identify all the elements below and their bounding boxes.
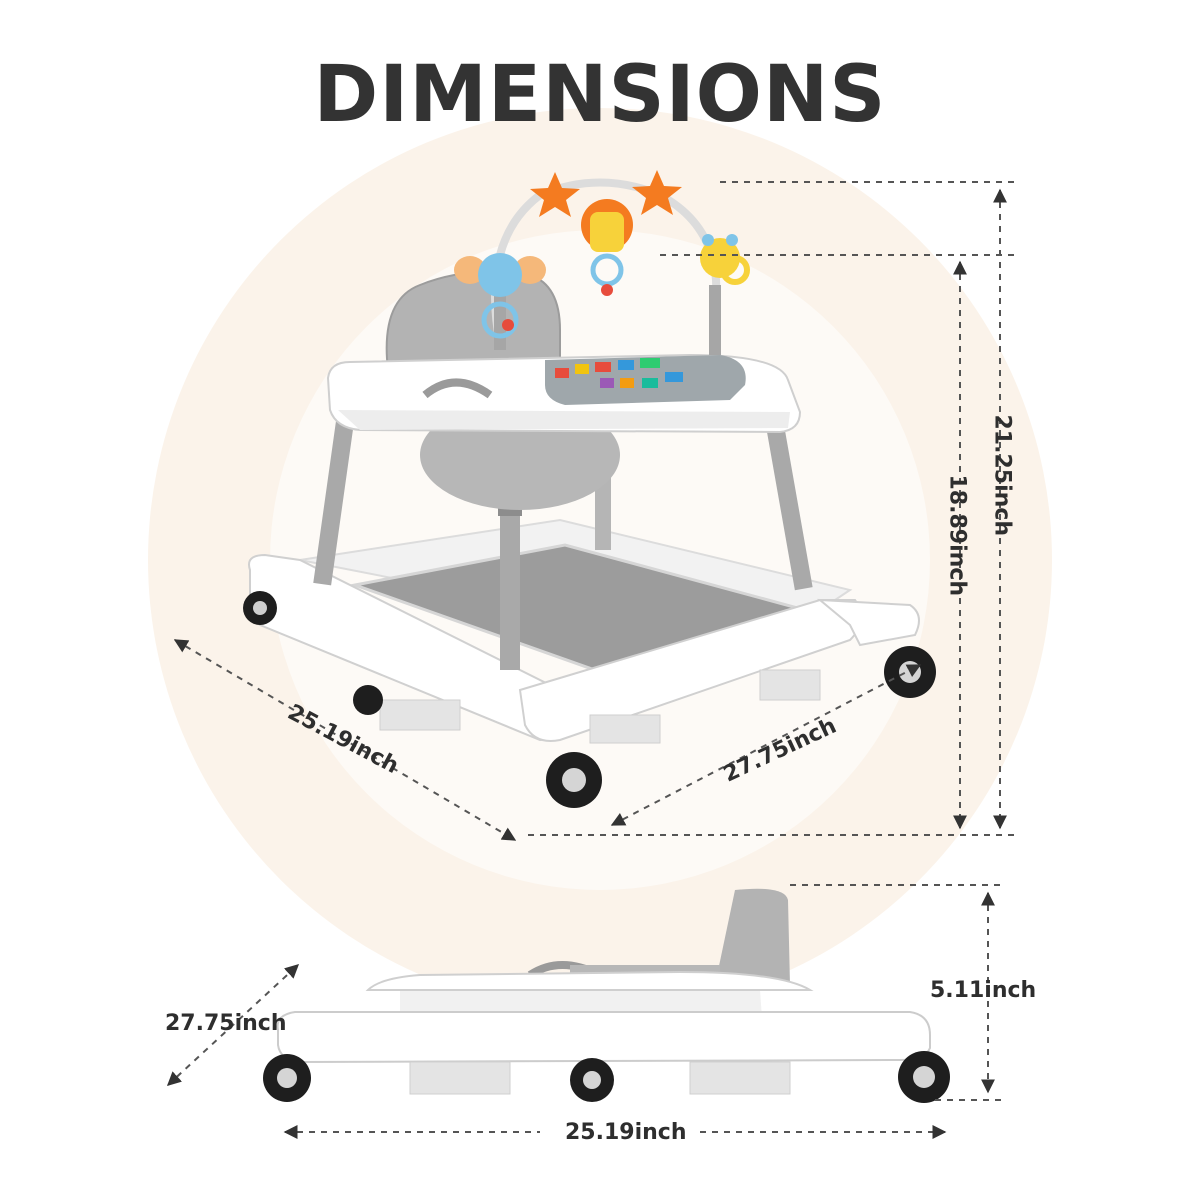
elephant-toy [478,253,522,297]
star-toy-left [530,172,580,217]
folded-base [276,1011,931,1064]
label-folded-width: 25.19inch [565,1120,687,1145]
folded-seat-back [715,888,790,985]
lion-toy [590,212,624,252]
star-toy-right [632,170,682,215]
top-dimension-lines [173,181,1018,841]
crab-toy [700,238,740,278]
folded-dimension-lines [166,884,1005,1139]
label-total-height: 21.25inch [989,414,1015,537]
label-folded-depth: 27.75inch [165,1011,287,1036]
label-folded-height: 5.11inch [930,978,1037,1003]
label-tray-height: 18.89inch [944,474,970,597]
page-title: DIMENSIONS [313,50,887,140]
walker-folded [263,888,950,1103]
